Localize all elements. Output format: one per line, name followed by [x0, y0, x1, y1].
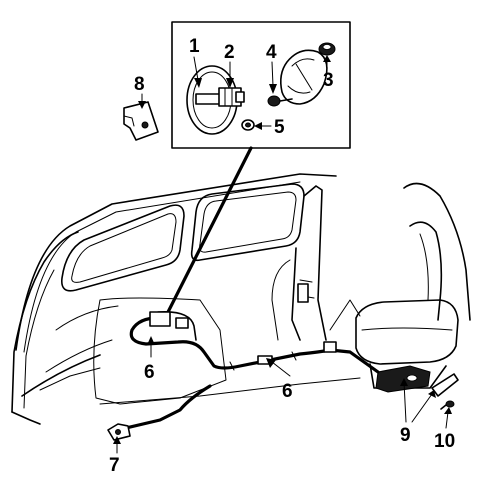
callout-7: 7 [109, 455, 120, 476]
main-leaders [113, 336, 452, 454]
detail-inset: 1 2 4 3 5 [171, 21, 351, 149]
side-window-front [190, 183, 305, 262]
cable-end [107, 384, 212, 441]
callout-1: 1 [189, 36, 200, 57]
callout-2: 2 [224, 42, 235, 63]
callout-6-left: 6 [144, 362, 155, 383]
filler-housing [280, 49, 328, 105]
callout-8: 8 [134, 74, 145, 95]
grommet [318, 42, 336, 56]
callout-3: 3 [323, 70, 334, 91]
callout-9: 9 [400, 425, 411, 446]
release-lever [375, 365, 459, 397]
inset-leaders [193, 55, 331, 130]
side-window-rear [60, 204, 185, 292]
callout-6-center: 6 [282, 381, 293, 402]
callout-5: 5 [274, 117, 285, 138]
screw [267, 95, 293, 107]
release-cable [129, 310, 380, 374]
callout-4: 4 [266, 42, 277, 63]
detail-inset-frame [171, 21, 351, 149]
vehicle-body [11, 173, 471, 425]
lever-screw [440, 400, 455, 410]
front-seat [329, 182, 471, 389]
inset-connector-line [163, 146, 253, 320]
callout-10: 10 [434, 431, 455, 452]
door-hinge [218, 87, 245, 107]
bracket: 8 [123, 74, 159, 141]
nut [241, 119, 255, 131]
